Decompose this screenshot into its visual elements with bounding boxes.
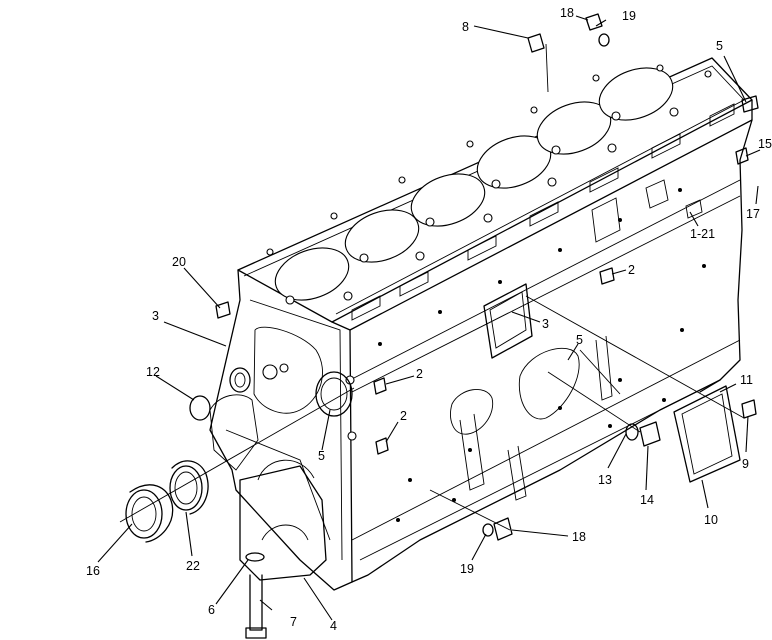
callout-12: 12 [146, 365, 160, 379]
callout-5-bottom: 5 [318, 449, 325, 463]
callout-1-21: 1-21 [690, 227, 715, 241]
deck-holes [266, 64, 735, 321]
callout-18-top: 18 [560, 6, 574, 20]
callout-5-middle: 5 [576, 333, 583, 347]
callout-2-upper: 2 [628, 263, 635, 277]
callout-3-left: 3 [152, 309, 159, 323]
callout-10: 10 [704, 513, 718, 527]
callout-16: 16 [86, 564, 100, 578]
callout-5-top: 5 [716, 39, 723, 53]
assembly-axes [119, 43, 745, 531]
callout-9: 9 [742, 457, 749, 471]
callout-18-bottom: 18 [572, 530, 586, 544]
callout-8: 8 [462, 20, 469, 34]
callout-22: 22 [186, 559, 200, 573]
callout-6: 6 [208, 603, 215, 617]
callout-20: 20 [172, 255, 186, 269]
callout-15: 15 [758, 137, 772, 151]
side-holes [262, 188, 706, 522]
callout-17: 17 [746, 207, 760, 221]
callout-11: 11 [740, 373, 753, 387]
callout-2-lower: 2 [400, 409, 407, 423]
callout-13: 13 [598, 473, 612, 487]
callout-19-bottom: 19 [460, 562, 474, 576]
callout-4: 4 [330, 619, 337, 633]
callout-7: 7 [290, 615, 297, 629]
callout-19-top: 19 [622, 9, 636, 23]
callout-2-middle: 2 [416, 367, 423, 381]
cylinder-block [209, 57, 753, 591]
callout-labels: 8 18 19 5 15 17 1-21 2 20 3 3 5 12 2 2 1… [86, 6, 772, 633]
parts [125, 13, 759, 639]
leader-lines [97, 15, 761, 621]
cylinder-bores [274, 67, 674, 301]
plug-12 [189, 395, 211, 421]
callout-3-side: 3 [542, 317, 549, 331]
callout-14: 14 [640, 493, 654, 507]
